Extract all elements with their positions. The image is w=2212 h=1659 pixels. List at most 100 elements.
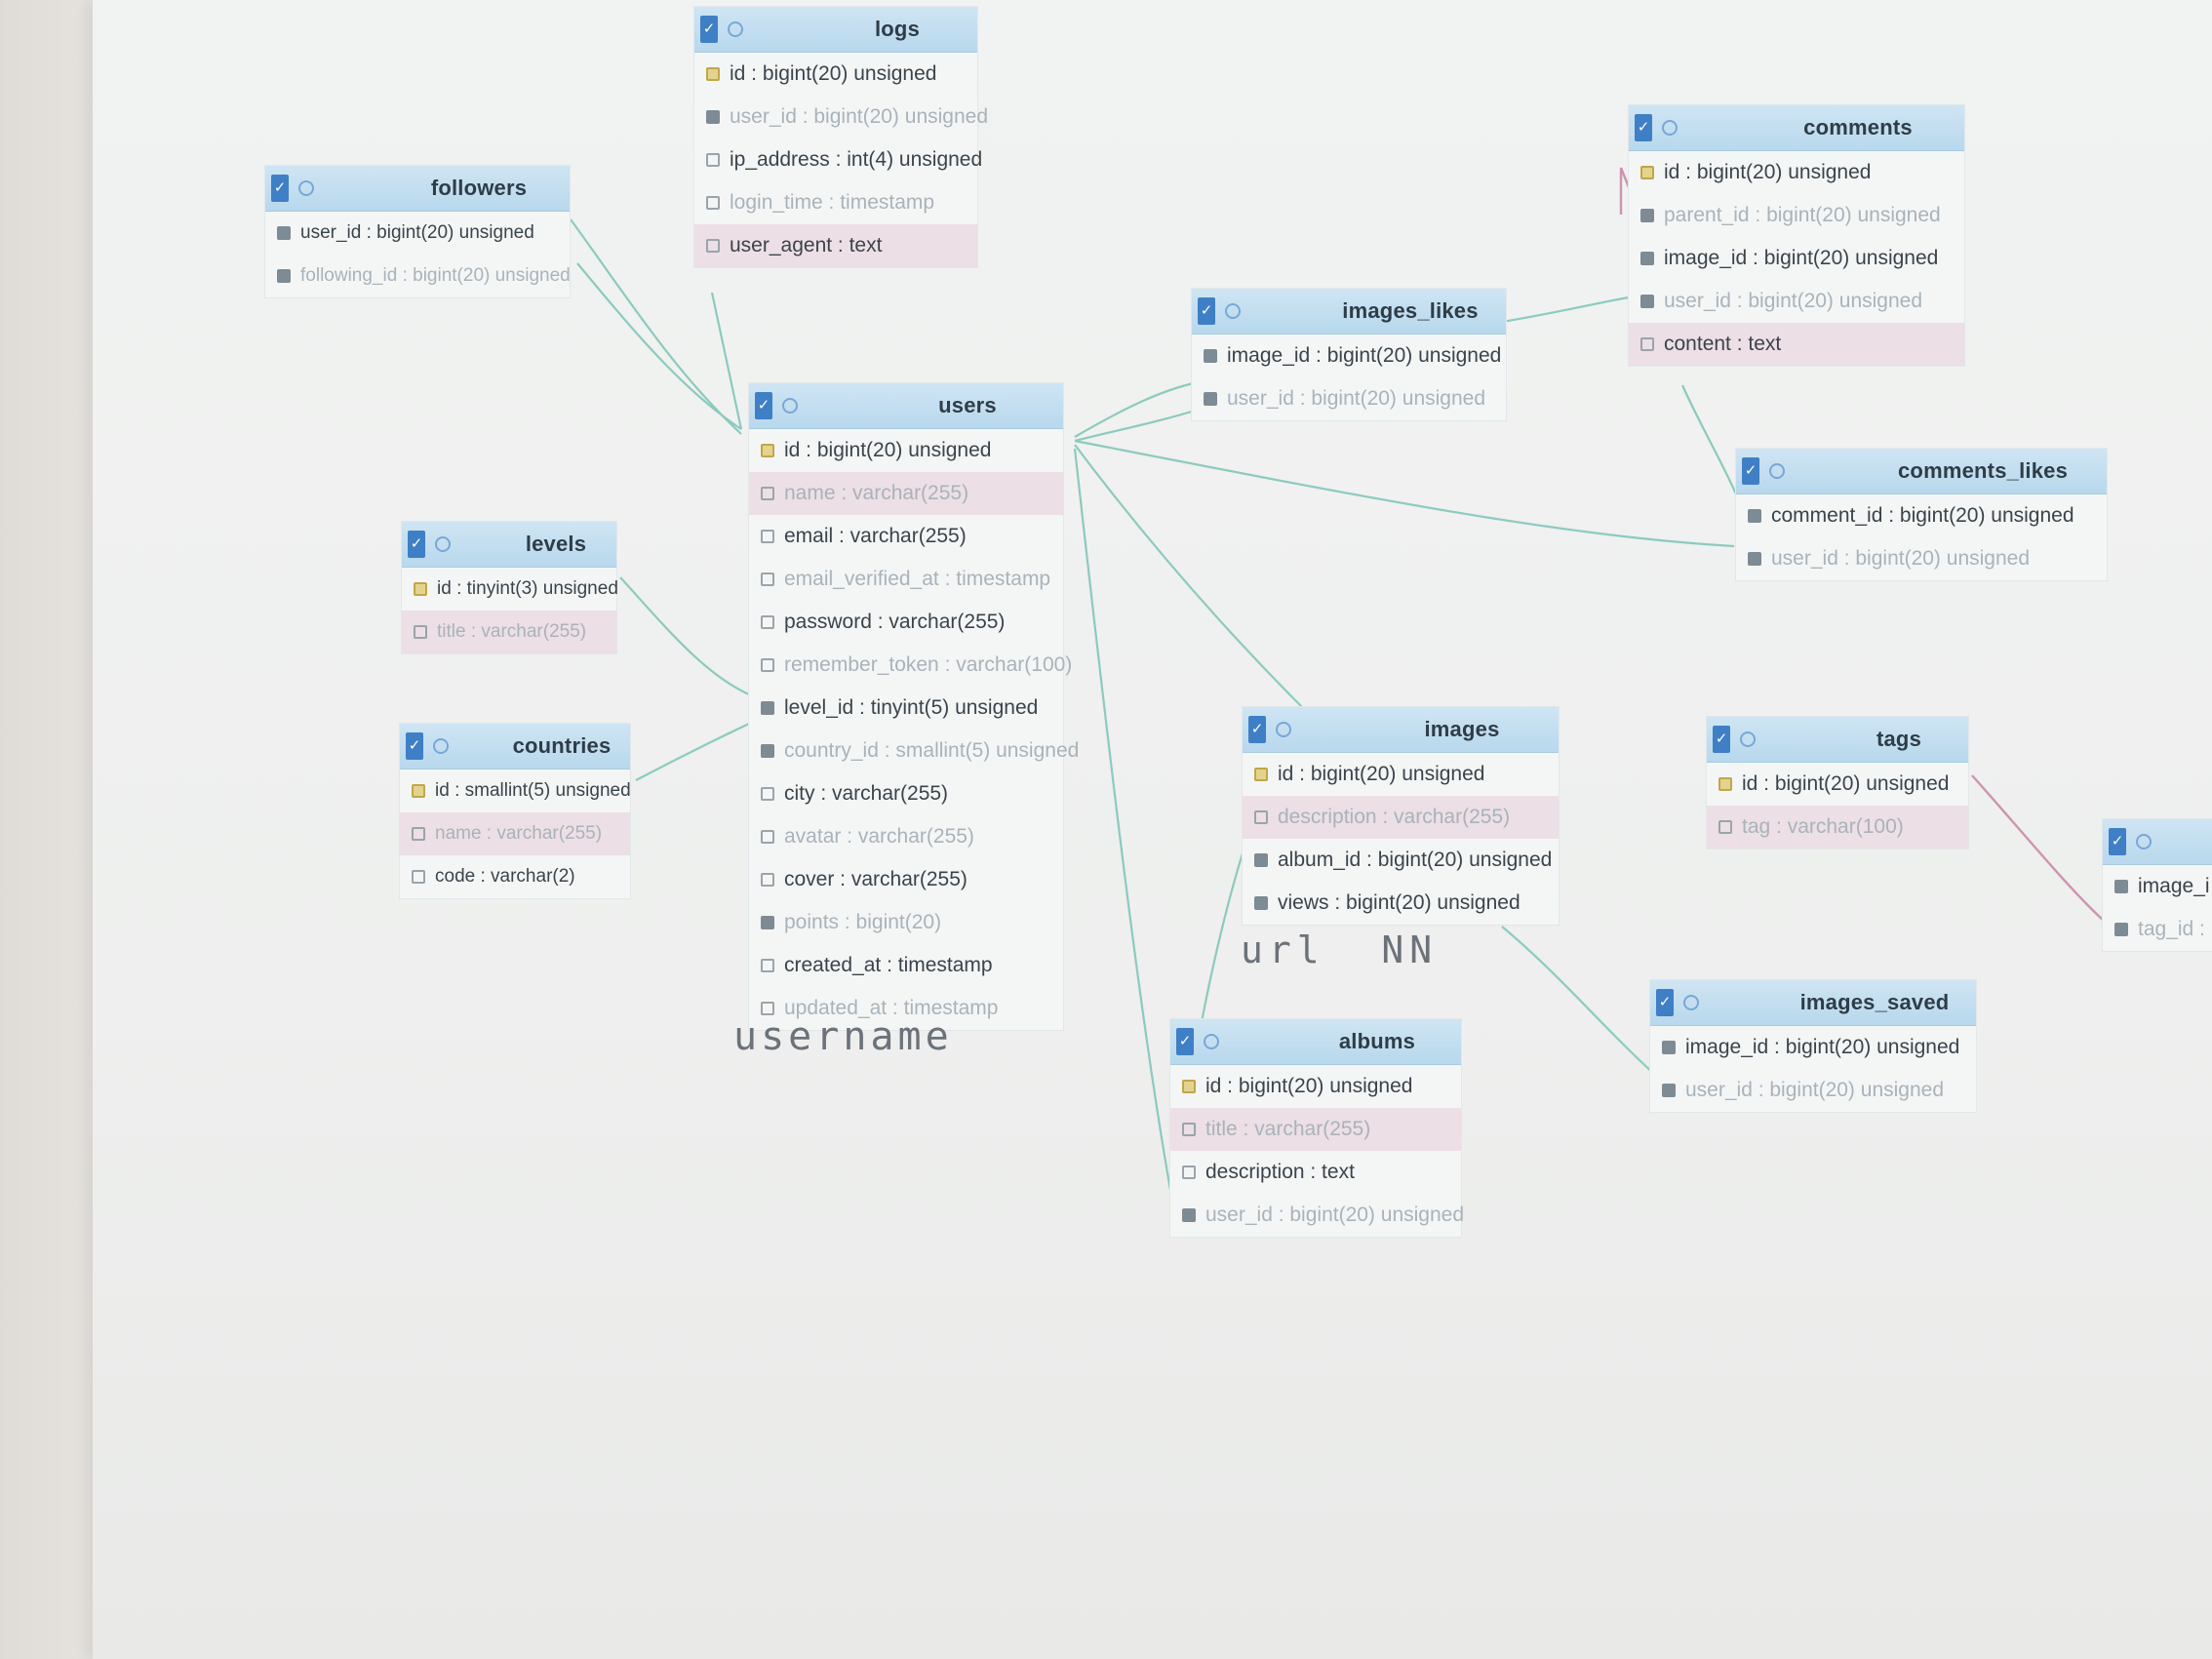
- table-row[interactable]: code : varchar(2): [400, 855, 630, 898]
- table-row[interactable]: country_id : smallint(5) unsigned: [749, 730, 1079, 772]
- table-row[interactable]: tag_id :: [2103, 908, 2212, 951]
- options-icon[interactable]: [1740, 731, 1756, 747]
- table-row[interactable]: id : bigint(20) unsigned: [1629, 151, 1964, 194]
- table-row[interactable]: ip_address : int(4) unsigned: [694, 138, 982, 181]
- table-row[interactable]: user_id : bigint(20) unsigned: [1170, 1194, 1464, 1237]
- table-header: ✓ tags: [1707, 717, 1968, 763]
- checkbox-icon[interactable]: ✓: [271, 175, 289, 202]
- table-row[interactable]: parent_id : bigint(20) unsigned: [1629, 194, 1964, 237]
- table-row[interactable]: image_id : bigint(20) unsigned: [1629, 237, 1964, 280]
- table-row[interactable]: content : text: [1629, 323, 1964, 366]
- table-row[interactable]: avatar : varchar(255): [749, 815, 1063, 858]
- table-row[interactable]: login_time : timestamp: [694, 181, 977, 224]
- table-row[interactable]: id : bigint(20) unsigned: [694, 53, 977, 96]
- table-row[interactable]: city : varchar(255): [749, 772, 1063, 815]
- link-followers2-users: [576, 262, 742, 430]
- index-icon: [2114, 923, 2128, 936]
- options-icon[interactable]: [1662, 120, 1678, 136]
- table-logs[interactable]: ✓ logs id : bigint(20) unsigned user_id …: [694, 7, 988, 267]
- table-row[interactable]: views : bigint(20) unsigned: [1243, 882, 1559, 925]
- options-icon[interactable]: [298, 180, 314, 196]
- options-icon[interactable]: [1225, 303, 1241, 319]
- table-row[interactable]: user_id : bigint(20) unsigned: [1650, 1069, 1976, 1112]
- table-row[interactable]: id : bigint(20) unsigned: [1243, 753, 1559, 796]
- table-row[interactable]: user_id : bigint(20) unsigned: [694, 96, 988, 138]
- table-name: tags: [1876, 727, 1922, 751]
- table-images-likes[interactable]: ✓ images_likes image_id : bigint(20) uns…: [1192, 289, 1506, 420]
- table-row[interactable]: image_id : bigint(20) unsigned: [1650, 1026, 1976, 1069]
- checkbox-icon[interactable]: ✓: [1713, 726, 1730, 753]
- table-comments[interactable]: ✓ comments id : bigint(20) unsigned pare…: [1629, 105, 1964, 366]
- checkbox-icon[interactable]: ✓: [2109, 828, 2126, 855]
- checkbox-icon[interactable]: ✓: [1656, 989, 1674, 1016]
- table-row[interactable]: user_agent : text: [694, 224, 977, 267]
- table-row[interactable]: remember_token : varchar(100): [749, 644, 1072, 687]
- primary-key-icon: [1254, 768, 1268, 781]
- table-row[interactable]: points : bigint(20): [749, 901, 1063, 944]
- table-comments-likes[interactable]: ✓ comments_likes comment_id : bigint(20)…: [1736, 449, 2107, 580]
- table-row[interactable]: user_id : bigint(20) unsigned: [1736, 537, 2107, 580]
- table-name: comments_likes: [1898, 458, 2068, 483]
- table-followers[interactable]: ✓ followers user_id : bigint(20) unsigne…: [265, 166, 571, 297]
- table-row[interactable]: level_id : tinyint(5) unsigned: [749, 687, 1063, 730]
- table-row[interactable]: user_id : bigint(20) unsigned: [265, 212, 570, 255]
- options-icon[interactable]: [2136, 834, 2152, 849]
- checkbox-icon[interactable]: ✓: [1742, 457, 1759, 485]
- table-images[interactable]: ✓ images id : bigint(20) unsigned descri…: [1243, 707, 1559, 925]
- table-row[interactable]: updated_at : timestamp: [749, 987, 1063, 1030]
- table-users[interactable]: ✓ users id : bigint(20) unsigned name : …: [749, 383, 1079, 1030]
- table-row[interactable]: id : smallint(5) unsigned: [400, 770, 631, 812]
- options-icon[interactable]: [1769, 463, 1785, 479]
- checkbox-icon[interactable]: ✓: [1176, 1028, 1194, 1055]
- table-row[interactable]: description : text: [1170, 1151, 1461, 1194]
- checkbox-icon[interactable]: ✓: [700, 16, 718, 43]
- table-albums[interactable]: ✓ albums id : bigint(20) unsigned title …: [1170, 1019, 1464, 1237]
- table-row[interactable]: user_id : bigint(20) unsigned: [1629, 280, 1964, 323]
- table-row[interactable]: image_i: [2103, 865, 2212, 908]
- table-image-tags[interactable]: ✓ image_i tag_id :: [2103, 819, 2212, 951]
- link-tags-image-tags: [1971, 774, 2106, 923]
- table-row[interactable]: password : varchar(255): [749, 601, 1063, 644]
- checkbox-icon[interactable]: ✓: [406, 732, 423, 760]
- table-row[interactable]: album_id : bigint(20) unsigned: [1243, 839, 1559, 882]
- table-row[interactable]: email_verified_at : timestamp: [749, 558, 1063, 601]
- options-icon[interactable]: [782, 398, 798, 414]
- options-icon[interactable]: [433, 738, 449, 754]
- checkbox-icon[interactable]: ✓: [1248, 716, 1266, 743]
- checkbox-icon[interactable]: ✓: [408, 531, 425, 558]
- table-row[interactable]: cover : varchar(255): [749, 858, 1063, 901]
- link-images-likes-comments: [1501, 296, 1630, 324]
- column-icon: [412, 827, 425, 841]
- link-users-images-likes2: [1074, 408, 1199, 443]
- table-row[interactable]: description : varchar(255): [1243, 796, 1559, 839]
- table-row[interactable]: name : varchar(255): [400, 812, 630, 855]
- table-countries[interactable]: ✓ countries id : smallint(5) unsigned na…: [400, 724, 631, 898]
- table-row[interactable]: id : bigint(20) unsigned: [1707, 763, 1968, 806]
- index-icon: [1204, 392, 1217, 406]
- table-images-saved[interactable]: ✓ images_saved image_id : bigint(20) uns…: [1650, 980, 1976, 1112]
- table-row[interactable]: image_id : bigint(20) unsigned: [1192, 335, 1506, 377]
- table-row[interactable]: id : bigint(20) unsigned: [1170, 1065, 1461, 1108]
- options-icon[interactable]: [435, 536, 451, 552]
- table-tags[interactable]: ✓ tags id : bigint(20) unsigned tag : va…: [1707, 717, 1968, 849]
- table-row[interactable]: created_at : timestamp: [749, 944, 1063, 987]
- table-row[interactable]: id : bigint(20) unsigned: [749, 429, 1063, 472]
- checkbox-icon[interactable]: ✓: [755, 392, 772, 419]
- table-row[interactable]: tag : varchar(100): [1707, 806, 1968, 849]
- options-icon[interactable]: [1204, 1034, 1219, 1049]
- table-row[interactable]: title : varchar(255): [1170, 1108, 1461, 1151]
- column-icon: [761, 959, 774, 972]
- table-row[interactable]: name : varchar(255): [749, 472, 1063, 515]
- checkbox-icon[interactable]: ✓: [1198, 297, 1215, 325]
- options-icon[interactable]: [728, 21, 743, 37]
- options-icon[interactable]: [1683, 995, 1699, 1010]
- table-row[interactable]: comment_id : bigint(20) unsigned: [1736, 494, 2107, 537]
- table-row[interactable]: id : tinyint(3) unsigned: [402, 568, 618, 611]
- table-levels[interactable]: ✓ levels id : tinyint(3) unsigned title …: [402, 522, 618, 653]
- table-row[interactable]: email : varchar(255): [749, 515, 1063, 558]
- options-icon[interactable]: [1276, 722, 1291, 737]
- table-row[interactable]: following_id : bigint(20) unsigned: [265, 255, 571, 297]
- checkbox-icon[interactable]: ✓: [1635, 114, 1652, 141]
- table-row[interactable]: title : varchar(255): [402, 611, 616, 653]
- table-row[interactable]: user_id : bigint(20) unsigned: [1192, 377, 1506, 420]
